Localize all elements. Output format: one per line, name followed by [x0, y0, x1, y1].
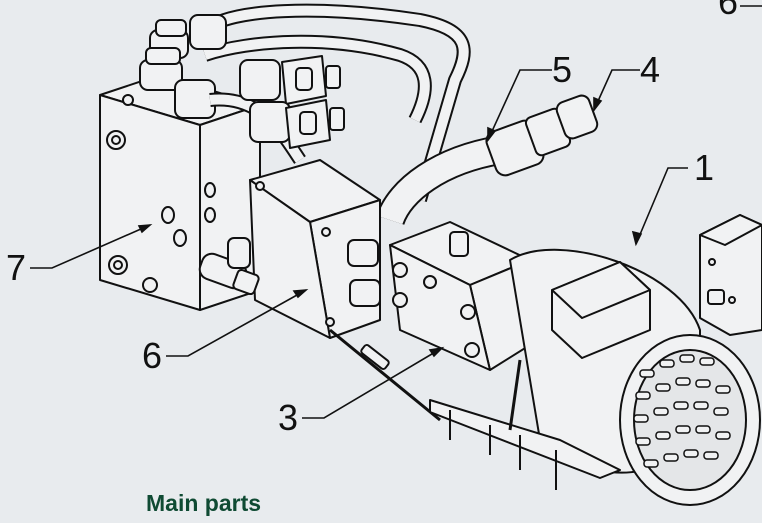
callout-4: 4	[640, 49, 661, 90]
callout-1: 1	[694, 147, 715, 188]
pump-body	[389, 221, 531, 371]
mounting-bracket	[429, 359, 621, 490]
side-valve	[699, 214, 762, 336]
top-pipe-loop	[200, 3, 471, 202]
callout-6-top: 6	[718, 0, 739, 22]
sensor-plug	[198, 237, 441, 422]
callout-6: 6	[142, 335, 163, 376]
callout-7: 7	[6, 247, 27, 288]
callout-5: 5	[552, 49, 573, 90]
junction-box	[249, 159, 381, 339]
electric-motor	[509, 248, 761, 506]
solenoid-valves	[239, 55, 345, 149]
leader-lines	[30, 5, 762, 419]
hose-connector	[375, 94, 599, 226]
callout-3: 3	[278, 397, 299, 438]
caption-main-parts: Main parts	[146, 490, 262, 516]
